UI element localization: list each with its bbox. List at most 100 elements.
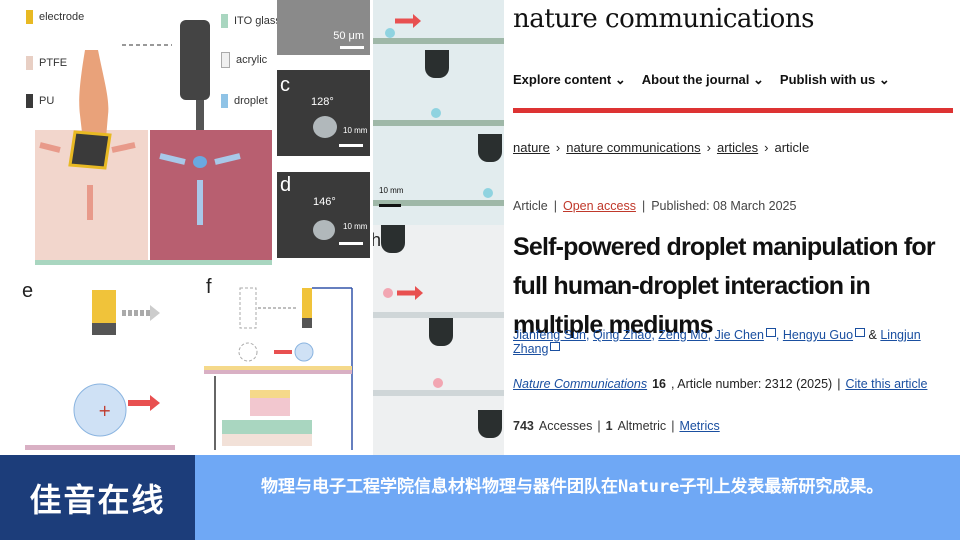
arrow-right-icon <box>397 286 423 300</box>
legend-ito: ITO glass <box>221 14 281 28</box>
author-link[interactable]: Hengyu Guo <box>782 328 854 342</box>
legend-electrode: electrode <box>26 10 84 24</box>
separator: | <box>641 199 646 213</box>
citation-line: Nature Communications 16 , Article numbe… <box>513 377 927 391</box>
legend-droplet: droplet <box>221 94 268 108</box>
chevron-down-icon: ⌄ <box>614 72 626 87</box>
nav-menu: Explore content ⌄ About the journal ⌄ Pu… <box>513 72 890 88</box>
electrode-tip <box>478 134 502 162</box>
author-and: & <box>868 328 877 342</box>
article-title: Self-powered droplet manipulation for fu… <box>513 233 936 339</box>
separator: | <box>837 377 841 391</box>
swatch-droplet <box>221 94 228 108</box>
author-link[interactable]: Jie Chen <box>714 328 764 342</box>
article-meta: Article | Open access | Published: 08 Ma… <box>513 199 796 213</box>
volume: 16 <box>652 377 666 391</box>
figure-panel-droplet-sequence: 10 mm h <box>373 0 504 455</box>
chevron-right-icon: › <box>555 140 561 155</box>
scale-label-mid: 10 mm <box>379 186 404 195</box>
droplet-blue <box>385 28 395 38</box>
scalebar-mid <box>379 204 401 207</box>
swatch-acrylic <box>221 52 230 68</box>
legend-label: PTFE <box>39 57 68 69</box>
tube <box>373 390 504 396</box>
arrow-right-icon <box>395 14 421 28</box>
illustration-hand-robot <box>35 20 272 265</box>
droplet-pink <box>433 378 443 388</box>
legend-label: droplet <box>234 95 268 107</box>
header-divider <box>513 108 953 113</box>
breadcrumb-articles[interactable]: articles <box>716 140 759 155</box>
electrode-tip <box>429 318 453 346</box>
breadcrumb: nature › nature communications › article… <box>513 140 809 155</box>
diagram-e: + <box>25 290 175 450</box>
journal-ref-link[interactable]: Nature Communications <box>513 377 648 391</box>
contact-angle-d: d 146° 10 mm <box>277 172 370 258</box>
nav-label: About the journal <box>641 72 750 87</box>
scalebar-d <box>339 242 363 245</box>
legend-label: ITO glass <box>234 15 281 27</box>
nav-label: Publish with us <box>779 72 876 87</box>
legend-label: PU <box>39 95 55 107</box>
panel-letter-h: h <box>373 230 382 250</box>
breadcrumb-nature-communications[interactable]: nature communications <box>566 140 701 155</box>
legend-label: acrylic <box>236 54 268 66</box>
swatch-electrode <box>26 10 33 24</box>
cite-link[interactable]: Cite this article <box>845 377 928 391</box>
article-page: nature communications Explore content ⌄ … <box>505 0 960 455</box>
contact-angle-c: c 128° 10 mm <box>277 70 370 156</box>
author-link[interactable]: Jianfeng Sun <box>513 328 586 342</box>
swatch-ito <box>221 14 228 28</box>
mail-icon[interactable] <box>855 328 866 337</box>
separator: | <box>597 419 601 433</box>
author-link[interactable]: Qing Zhao <box>592 328 652 342</box>
author-list: Jianfeng Sun, Qing Zhao, Zeng Mo, Jie Ch… <box>513 328 921 356</box>
droplet-pink <box>383 288 393 298</box>
chevron-down-icon: ⌄ <box>878 72 890 87</box>
accesses-label: Accesses <box>538 419 593 433</box>
mail-icon[interactable] <box>765 328 776 337</box>
swatch-pu <box>26 94 33 108</box>
tube <box>373 200 504 206</box>
chevron-down-icon: ⌄ <box>753 72 764 87</box>
metrics-link[interactable]: Metrics <box>679 419 720 433</box>
panel-letter-f: f <box>206 276 212 298</box>
nav-explore-content[interactable]: Explore content ⌄ <box>513 72 626 88</box>
bottom-banner: 佳音在线 物理与电子工程学院信息材料物理与器件团队在Nature子刊上发表最新研… <box>0 455 960 540</box>
legend-pu: PU <box>26 94 54 108</box>
breadcrumb-article: article <box>774 140 810 155</box>
scale-label-c: 10 mm <box>343 126 368 135</box>
tube <box>373 38 504 44</box>
article-type: Article <box>513 199 548 213</box>
scalebar-c <box>339 144 363 147</box>
nav-label: Explore content <box>513 72 612 87</box>
droplet-d <box>313 220 335 240</box>
tube <box>373 120 504 126</box>
banner-logo: 佳音在线 <box>0 455 195 540</box>
legend-ptfe: PTFE <box>26 56 67 70</box>
altmetric-label: Altmetric <box>617 419 667 433</box>
published-date: Published: 08 March 2025 <box>651 199 797 213</box>
nav-publish[interactable]: Publish with us ⌄ <box>780 72 890 88</box>
banner-headline: 物理与电子工程学院信息材料物理与器件团队在Nature子刊上发表最新研究成果。 <box>261 477 884 497</box>
breadcrumb-nature[interactable]: nature <box>513 140 550 155</box>
droplet-c <box>313 116 337 138</box>
panel-letter-e: e <box>22 280 34 302</box>
mail-icon[interactable] <box>550 342 561 351</box>
author-link[interactable]: Zeng Mo <box>658 328 708 342</box>
sem-image: 50 μm <box>277 0 370 55</box>
angle-d: 146° <box>313 196 336 208</box>
electrode-tip <box>478 410 502 438</box>
author-link[interactable]: Lingjun Zhang <box>513 328 921 356</box>
tube <box>373 312 504 318</box>
electrode-tip <box>381 225 405 253</box>
figure-panel-left: electrode PTFE PU ITO glass acrylic drop… <box>0 0 372 455</box>
open-access-link[interactable]: Open access <box>562 199 636 213</box>
nav-about-journal[interactable]: About the journal ⌄ <box>642 72 764 88</box>
legend-label: electrode <box>39 11 85 23</box>
chevron-right-icon: › <box>764 140 769 155</box>
panel-letter-c: c <box>280 74 290 96</box>
journal-name[interactable]: nature communications <box>513 4 814 34</box>
metrics-line: 743 Accesses | 1 Altmetric | Metrics <box>513 419 720 433</box>
sem-scalebar <box>340 46 364 49</box>
